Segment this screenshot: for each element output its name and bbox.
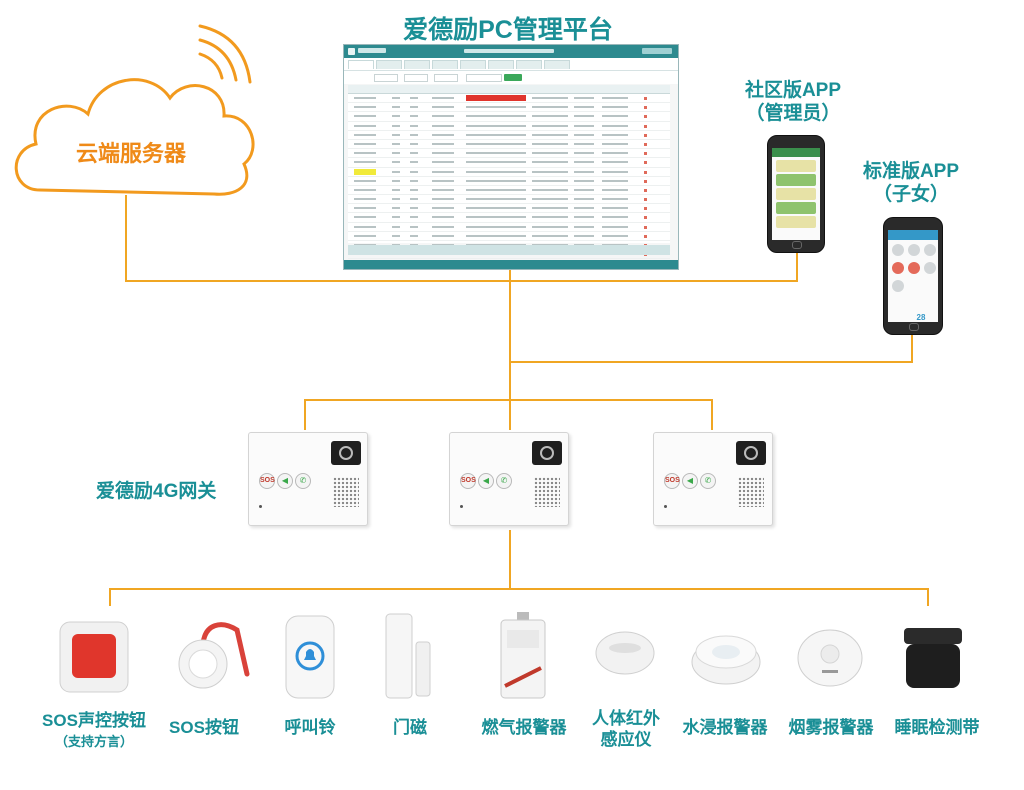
cloud-shape <box>14 78 255 196</box>
pc-table-row <box>348 158 670 168</box>
volume-icon: ◀ <box>478 473 494 489</box>
pc-table-row <box>348 112 670 122</box>
camera-sensor-icon <box>339 446 353 460</box>
speaker-grille-icon <box>534 477 560 507</box>
pc-table-row <box>348 232 670 241</box>
sos-voice-button-icon <box>59 621 129 693</box>
gateway-label: 爱德励4G网关 <box>96 481 217 502</box>
device-label-call-bell: 呼叫铃 <box>284 718 336 737</box>
speaker-grille-icon <box>333 477 359 507</box>
gateway-device-1: SOS ◀ ✆ <box>248 432 368 526</box>
door-sensor-icon <box>385 613 431 699</box>
pc-table-row <box>348 195 670 205</box>
pc-table-row <box>348 213 670 223</box>
connector-lines <box>109 195 929 606</box>
device-label-water-leak-alarm: 水浸报警器 <box>682 718 768 737</box>
device-label-gas-alarm: 燃气报警器 <box>481 718 567 737</box>
cloud-server-label: 云端服务器 <box>75 141 186 166</box>
pc-data-table <box>348 85 670 260</box>
smoke-alarm-icon <box>797 629 863 687</box>
phone-icon: ✆ <box>700 473 716 489</box>
device-label-pir-sensor: 人体红外 感应仪 <box>592 709 660 749</box>
volume-icon: ◀ <box>277 473 293 489</box>
gas-alarm-icon <box>500 612 546 699</box>
device-label-sos-button: SOS按钮 <box>169 718 239 737</box>
pc-table-row <box>348 103 670 113</box>
standard-app-title: 标准版APP （子女） <box>862 161 960 205</box>
gateway-device-2: SOS ◀ ✆ <box>449 432 569 526</box>
gateway-device-3: SOS ◀ ✆ <box>653 432 773 526</box>
sos-button-icon: SOS <box>460 473 476 489</box>
pc-table-row <box>348 131 670 140</box>
phone-icon: ✆ <box>496 473 512 489</box>
community-app-phone <box>767 135 825 253</box>
pc-table-row <box>348 204 670 214</box>
wifi-waves-icon <box>198 24 252 84</box>
device-label-door-sensor: 门磁 <box>393 718 427 737</box>
logo-icon <box>348 48 355 55</box>
sos-button-icon: SOS <box>664 473 680 489</box>
page-title: 爱德励PC管理平台 <box>403 16 613 44</box>
water-leak-alarm-icon <box>691 635 761 685</box>
pc-table-row <box>348 223 670 232</box>
pc-dashboard-screenshot <box>343 44 679 270</box>
call-bell-icon <box>285 615 335 699</box>
pc-table-row <box>348 94 670 104</box>
pc-tab-bar <box>344 58 678 71</box>
pc-table-row <box>348 140 670 150</box>
pir-sensor-icon <box>595 631 655 675</box>
pc-filter-bar <box>344 71 678 84</box>
sos-button-icon: SOS <box>259 473 275 489</box>
pc-table-row <box>348 177 670 186</box>
sleep-monitor-belt-icon <box>904 628 962 688</box>
sos-button-icon <box>178 622 250 689</box>
phone-icon: ✆ <box>295 473 311 489</box>
pc-table-row <box>348 186 670 196</box>
pc-table-row <box>348 149 670 159</box>
pc-table-row <box>348 122 670 131</box>
pc-status-bar <box>344 260 678 269</box>
camera-sensor-icon <box>540 446 554 460</box>
device-label-sos-voice-button: SOS声控按钮 （支持方言） <box>42 711 146 749</box>
device-label-sleep-belt: 睡眠检测带 <box>894 718 980 737</box>
camera-sensor-icon <box>744 446 758 460</box>
community-app-title: 社区版APP （管理员） <box>744 80 842 124</box>
volume-icon: ◀ <box>682 473 698 489</box>
device-label-smoke-alarm: 烟雾报警器 <box>788 718 874 737</box>
pc-table-footer <box>348 245 670 255</box>
pc-table-row <box>348 168 670 177</box>
standard-app-count: 28 <box>916 313 926 322</box>
speaker-grille-icon <box>738 477 764 507</box>
standard-app-phone: 28 <box>883 217 943 335</box>
